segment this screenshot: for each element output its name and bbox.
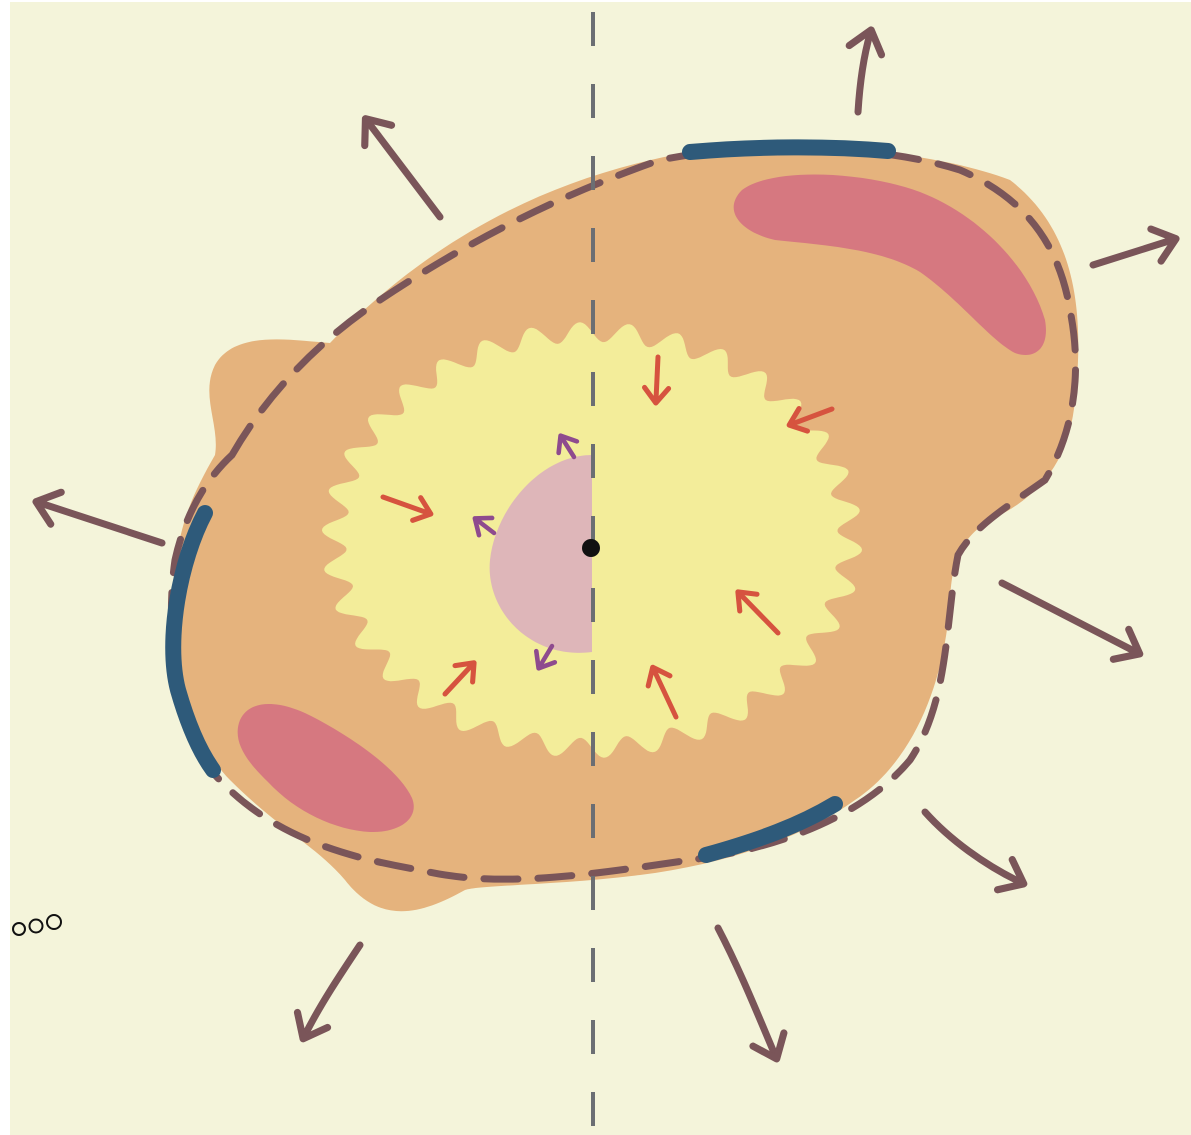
membrane-segment-top: [690, 147, 888, 152]
center-dot: [582, 539, 600, 557]
inward-arrow: [656, 357, 658, 400]
